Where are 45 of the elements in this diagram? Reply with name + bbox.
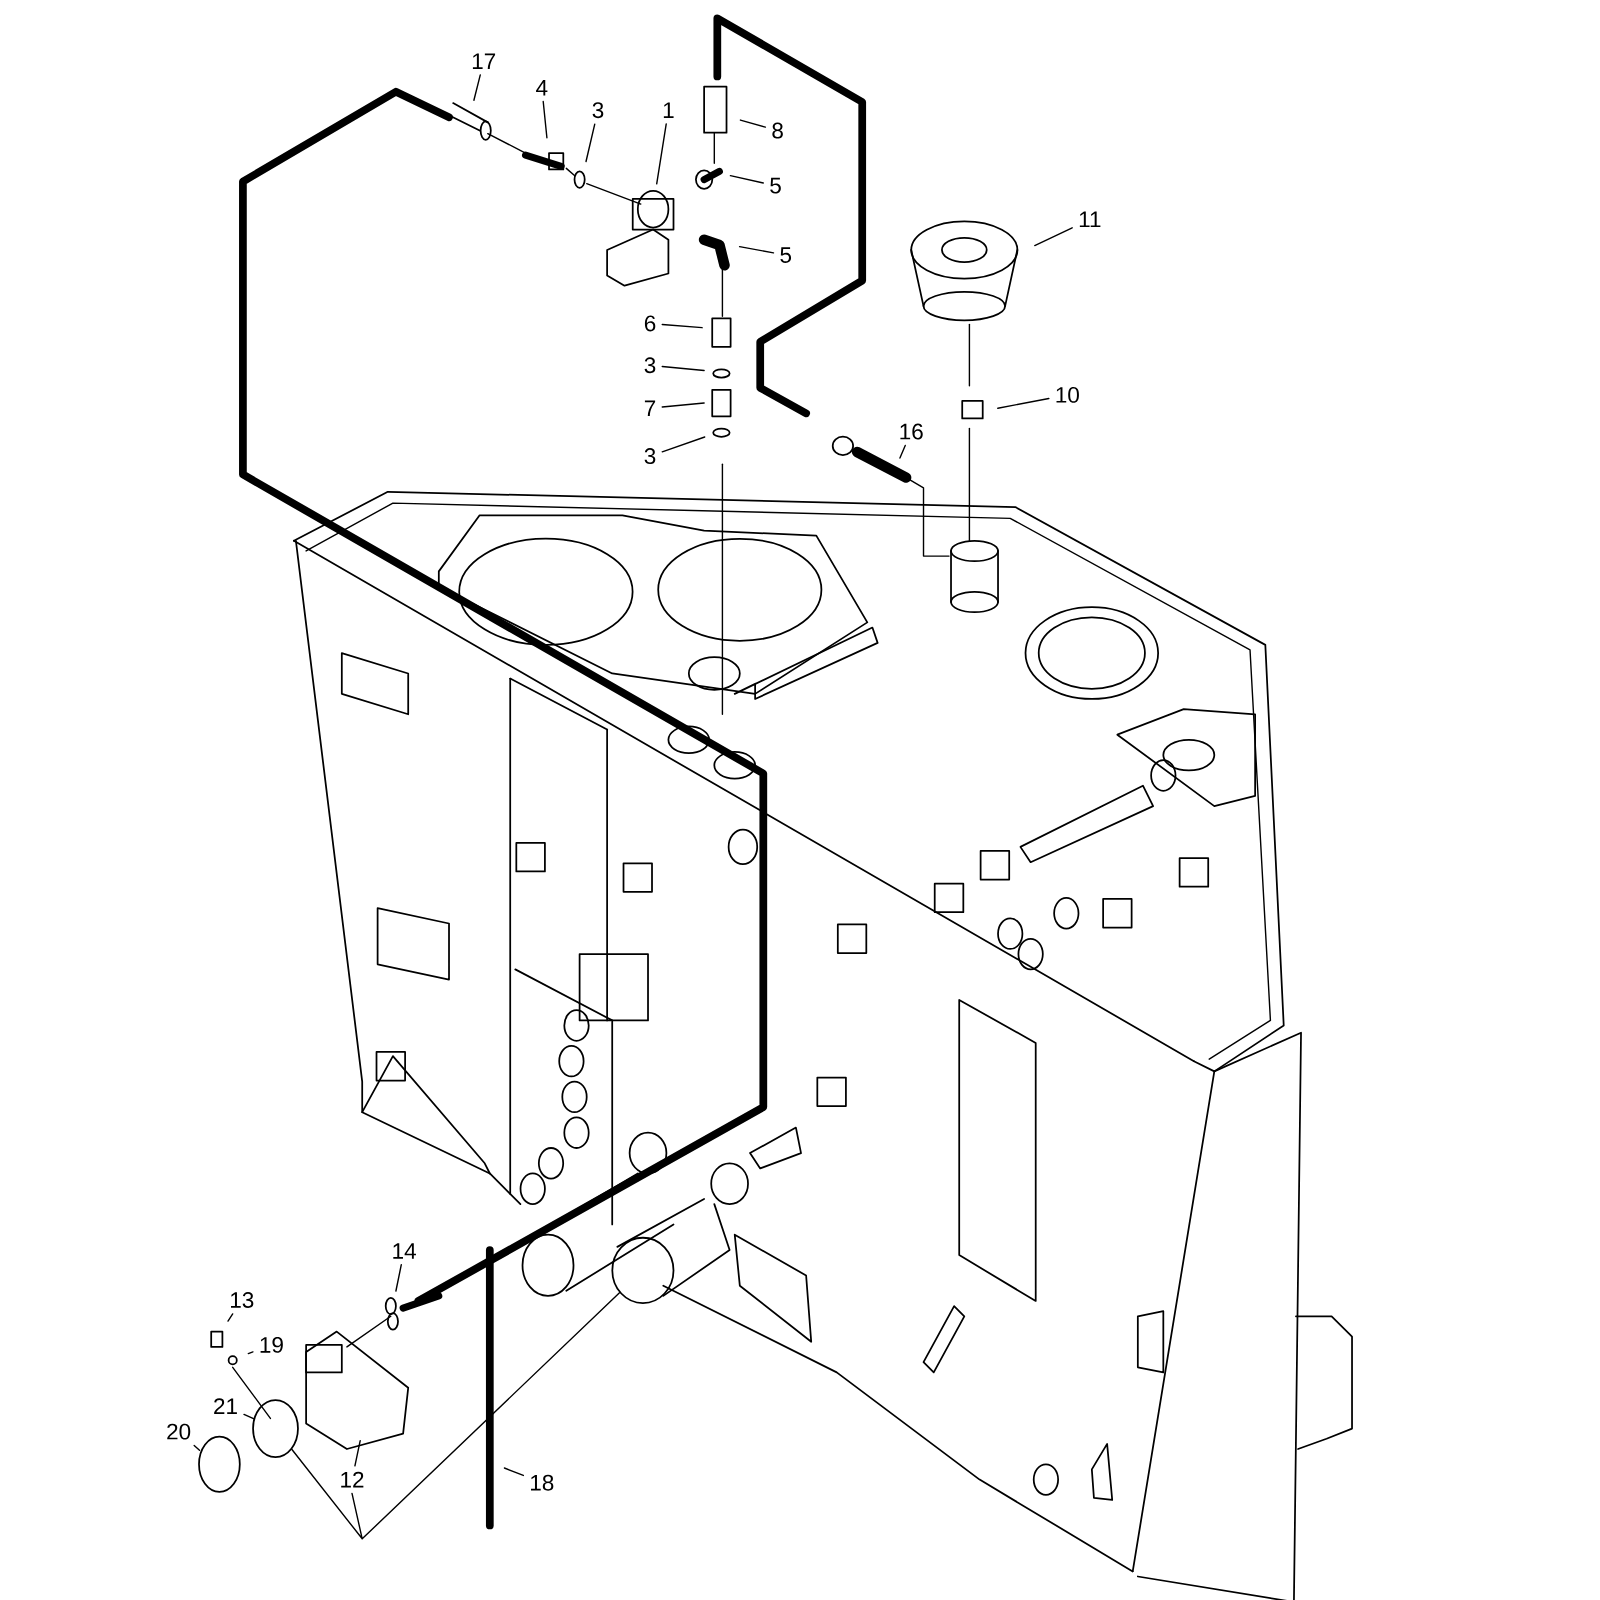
leader-line: [503, 1467, 525, 1477]
callout-number: 13: [231, 1292, 254, 1308]
leader-line: [661, 402, 705, 408]
leader-line: [193, 1444, 201, 1451]
leader-line: [997, 397, 1050, 409]
leader-line: [729, 174, 764, 184]
callout-number: 6: [644, 315, 656, 332]
leader-line: [395, 1264, 402, 1292]
callout-number: 5: [770, 177, 781, 194]
callout-number: 3: [644, 448, 656, 465]
leader-line: [227, 1313, 234, 1322]
callout-number: 17: [472, 53, 496, 69]
callout-number: 16: [900, 423, 923, 440]
callout-number: 7: [644, 400, 656, 416]
leader-line: [585, 123, 596, 163]
callout-number: 1: [663, 102, 674, 118]
leader-line: [661, 365, 705, 372]
ring-part: [252, 1399, 299, 1459]
callout-number: 3: [644, 357, 656, 374]
callout-number: 8: [772, 122, 783, 139]
leader-line: [243, 1413, 255, 1420]
leader-line: [656, 123, 667, 185]
leader-line: [542, 100, 548, 139]
callout-number: 5: [780, 247, 792, 263]
leader-line: [738, 245, 775, 254]
leader-line: [661, 323, 703, 329]
callout-number: 19: [260, 1336, 283, 1353]
ring-part: [611, 1236, 675, 1304]
leader-line: [291, 1292, 621, 1540]
callout-number: 21: [214, 1398, 237, 1414]
callout-number: 11: [1079, 211, 1101, 228]
callout-number: 10: [1056, 386, 1079, 403]
leader-line: [739, 119, 767, 128]
leader-line: [354, 1439, 361, 1467]
leader-line: [473, 74, 481, 101]
callout-number: 14: [393, 1243, 416, 1259]
leader-line: [899, 444, 906, 459]
callout-number: 3: [592, 102, 604, 119]
callout-number: 12: [341, 1471, 364, 1488]
callout-number: 4: [536, 80, 548, 96]
callout-number: 18: [531, 1474, 554, 1491]
leader-line: [661, 436, 706, 453]
callout-number: 20: [167, 1423, 191, 1440]
leader-line: [1034, 227, 1073, 247]
leader-line: [247, 1351, 254, 1355]
